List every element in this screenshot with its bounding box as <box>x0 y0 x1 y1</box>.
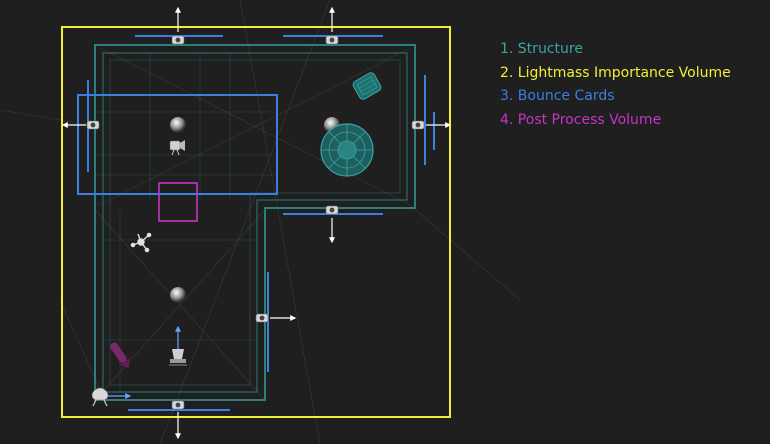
legend-item-bounce-cards: 3. Bounce Cards <box>500 88 615 104</box>
post-process-volume[interactable] <box>158 182 198 222</box>
light-actor-icon[interactable] <box>171 400 185 440</box>
reflection-sphere-icon[interactable] <box>170 117 186 133</box>
camera-icon[interactable] <box>169 140 185 156</box>
round-table-prop-icon[interactable] <box>320 123 374 177</box>
player-start-icon[interactable] <box>169 325 187 366</box>
bounce-cards[interactable] <box>77 35 435 411</box>
bounce-card-large[interactable] <box>77 94 278 195</box>
chair-prop-icon[interactable] <box>352 71 383 100</box>
legend: 1. Structure 2. Lightmass Importance Vol… <box>500 38 731 132</box>
skylight-icon[interactable] <box>91 387 132 407</box>
legend-item-structure: 1. Structure <box>500 41 583 57</box>
reflection-sphere-icon[interactable] <box>170 287 186 303</box>
legend-item-lightmass-importance-volume: 2. Lightmass Importance Volume <box>500 64 731 81</box>
decal-icon[interactable] <box>107 340 134 371</box>
legend-item-post-process-volume: 4. Post Process Volume <box>500 111 662 128</box>
construction-lines <box>0 0 521 444</box>
light-actor-icon[interactable] <box>61 120 100 130</box>
light-actor-icon[interactable] <box>325 6 339 45</box>
light-actor-icon[interactable] <box>325 205 339 244</box>
lightmass-importance-volume[interactable] <box>61 26 451 418</box>
emitter-icon[interactable] <box>130 232 152 253</box>
light-actor-icon[interactable] <box>171 6 185 45</box>
light-actor-icon[interactable] <box>411 120 452 130</box>
light-actor-icon[interactable] <box>255 313 297 323</box>
